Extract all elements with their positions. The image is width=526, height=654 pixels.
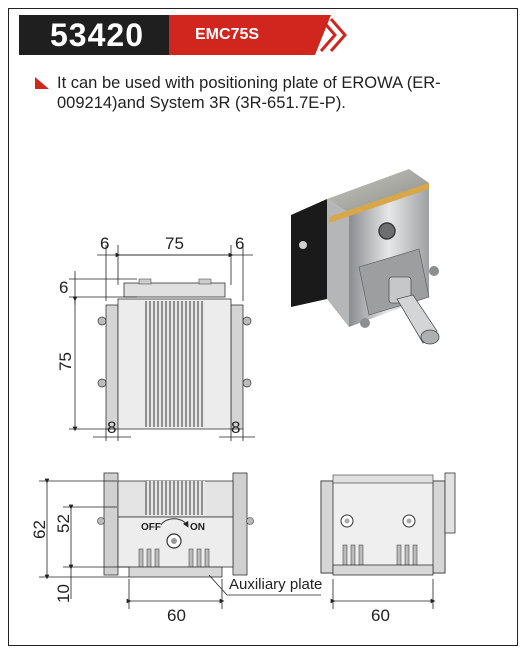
- dim-top-right: 6: [235, 234, 244, 253]
- dim-front-body: 52: [54, 514, 73, 533]
- model-number: 53420: [19, 15, 175, 55]
- dim-top-depth: 6: [59, 278, 68, 297]
- auxiliary-plate-label: Auxiliary plate: [229, 576, 322, 593]
- front-view: [97, 472, 254, 578]
- note: It can be used with positioning plate of…: [35, 73, 459, 113]
- dim-bottom-left: 8: [107, 418, 116, 437]
- dim-top-left: 6: [100, 234, 109, 253]
- technical-drawing: 6 75 6 6 75 8 8: [30, 169, 456, 625]
- series-label: EMC75S: [195, 26, 260, 43]
- dim-front-plate: 10: [54, 584, 73, 603]
- top-view-dimensions: [69, 245, 255, 441]
- dim-side-width: 60: [371, 606, 390, 625]
- dim-bottom-right: 8: [231, 418, 240, 437]
- front-view-dimensions: [39, 478, 321, 609]
- dim-top-width: 75: [165, 234, 184, 253]
- datasheet-frame: 53420 EMC75S It can be used with positio…: [8, 8, 518, 646]
- note-triangle-icon: [35, 77, 49, 89]
- dim-height: 75: [56, 352, 75, 371]
- series-tag: EMC75S: [169, 15, 359, 55]
- dim-front-total: 62: [30, 520, 49, 539]
- header: 53420 EMC75S: [9, 9, 517, 59]
- off-label: OFF: [141, 522, 161, 533]
- dim-front-width: 60: [167, 606, 186, 625]
- series-tag-shape: [169, 15, 347, 55]
- product-photo: [291, 169, 440, 345]
- top-view: [97, 278, 252, 430]
- side-view-dimensions: [330, 579, 436, 609]
- note-text: It can be used with positioning plate of…: [57, 74, 441, 112]
- on-label: ON: [190, 522, 205, 533]
- side-view: [320, 472, 456, 576]
